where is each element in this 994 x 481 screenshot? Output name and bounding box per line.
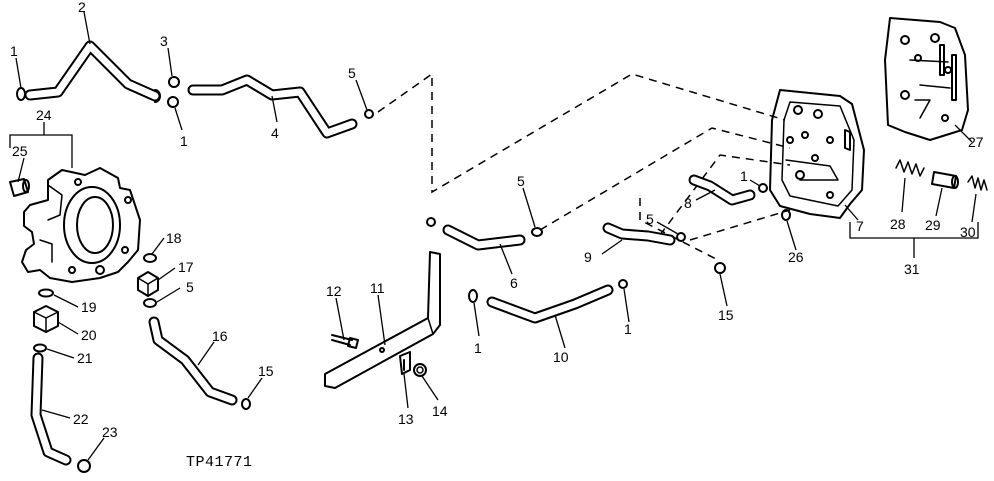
callout-3: 3 <box>160 33 168 49</box>
callout-4: 4 <box>271 125 279 141</box>
callout-7: 7 <box>856 218 864 234</box>
callout-1: 1 <box>10 43 18 59</box>
callout-5: 5 <box>348 65 356 81</box>
o-ring-26 <box>781 209 791 221</box>
callout-25: 25 <box>12 143 28 159</box>
tube-16 <box>148 316 238 406</box>
o-ring-1c <box>468 289 478 303</box>
fitting-17 <box>137 271 159 297</box>
tube-2-end <box>154 89 161 103</box>
callout-9: 9 <box>584 249 592 265</box>
bracket-31 <box>849 222 979 258</box>
callout-23: 23 <box>102 424 118 440</box>
o-ring-5b <box>143 298 157 308</box>
washer-19 <box>38 288 54 298</box>
spring-28 <box>895 159 925 177</box>
clip-13 <box>399 351 411 375</box>
callout-24: 24 <box>36 107 52 123</box>
callout-5: 5 <box>646 211 654 227</box>
callout-15: 15 <box>258 363 274 379</box>
o-ring-1b <box>167 96 179 108</box>
callout-10: 10 <box>553 349 569 365</box>
callout-19: 19 <box>81 299 97 315</box>
o-ring-15a <box>241 398 251 410</box>
tube-9 <box>602 222 676 246</box>
o-ring-23 <box>77 459 91 473</box>
callout-31: 31 <box>904 261 920 277</box>
callout-6: 6 <box>510 275 518 291</box>
bolt-12 <box>331 334 359 349</box>
callout-29: 29 <box>925 217 941 233</box>
callout-17: 17 <box>178 259 194 275</box>
callout-1: 1 <box>180 133 188 149</box>
callout-22: 22 <box>73 411 89 427</box>
spring-30 <box>967 175 988 191</box>
callout-1: 1 <box>474 340 482 356</box>
callout-11: 11 <box>370 280 385 296</box>
plug-25 <box>9 178 30 197</box>
o-ring-5c-left <box>426 217 436 227</box>
nut-14 <box>413 363 427 377</box>
callout-26: 26 <box>788 249 804 265</box>
tube-10 <box>486 284 614 324</box>
o-ring-18 <box>143 253 157 263</box>
alignment-lines <box>377 72 791 261</box>
callout-27: 27 <box>968 134 984 150</box>
leader-lines <box>15 11 977 461</box>
o-ring-5d <box>676 232 686 242</box>
figure-reference-code: TP41771 <box>186 454 253 471</box>
o-ring-5c-right <box>531 227 543 237</box>
callout-1: 1 <box>740 168 748 184</box>
callout-16: 16 <box>212 328 228 344</box>
callout-30: 30 <box>960 224 976 240</box>
callout-2: 2 <box>78 0 86 15</box>
callout-14: 14 <box>432 403 448 419</box>
callout-1: 1 <box>624 321 632 337</box>
callout-8: 8 <box>684 195 692 211</box>
callout-28: 28 <box>890 216 906 232</box>
callout-20: 20 <box>81 327 97 343</box>
callout-5: 5 <box>186 279 194 295</box>
tube-4 <box>187 74 358 139</box>
valve-body-7 <box>769 89 865 219</box>
bracket-24 <box>9 122 73 168</box>
o-ring-5a <box>364 109 374 119</box>
bracket-11 <box>324 251 441 389</box>
o-ring-15b <box>714 262 726 274</box>
tube-8 <box>688 174 756 206</box>
o-ring-1e <box>758 183 768 193</box>
tube-6 <box>442 224 526 251</box>
nut-20 <box>33 305 59 333</box>
o-ring-3 <box>168 76 180 88</box>
tube-2 <box>24 40 161 102</box>
callout-13: 13 <box>398 411 414 427</box>
pump-housing-24 <box>21 167 141 283</box>
spool-29 <box>931 171 959 189</box>
o-ring-1a <box>16 87 26 101</box>
plate-27 <box>884 17 969 141</box>
o-ring-21 <box>33 343 47 353</box>
callout-18: 18 <box>166 230 182 246</box>
callout-15: 15 <box>718 307 734 323</box>
tube-22 <box>30 352 72 466</box>
callout-12: 12 <box>326 283 342 299</box>
callout-21: 21 <box>77 350 93 366</box>
callout-5: 5 <box>517 173 525 189</box>
o-ring-1d <box>618 279 628 289</box>
